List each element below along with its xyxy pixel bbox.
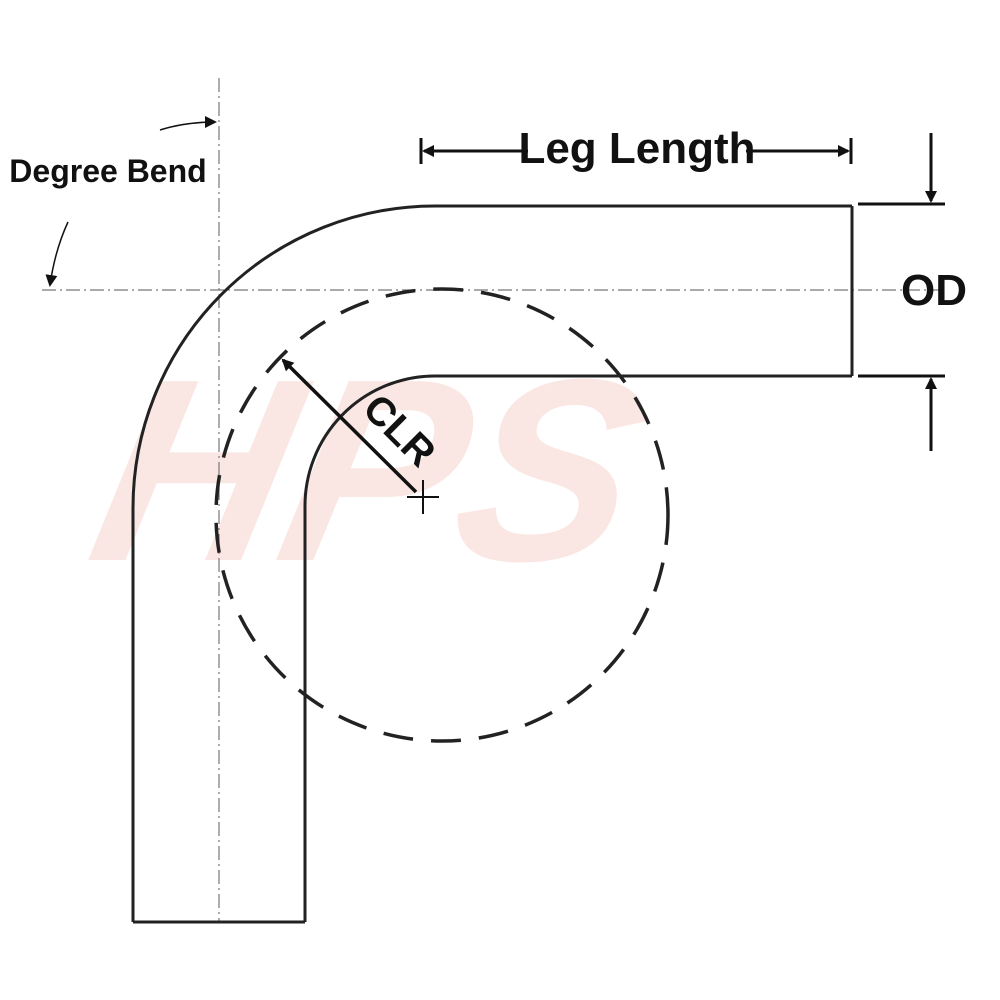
leg-length-dimension [419,138,853,164]
centerlines [42,78,940,922]
tube-outline [131,204,854,924]
degree-bend-arcs [45,116,217,287]
od-label: OD [901,266,967,315]
hps-watermark: HPS [72,325,670,616]
watermark-text: HPS [72,325,670,616]
tube-inner-wall [303,374,852,922]
clr-dashed-circle [214,287,670,743]
clr-center-crosshair [407,480,439,514]
tube-outer-wall [131,204,852,922]
leg-length-label: Leg Length [518,124,755,173]
clr-radius-arrow [281,358,418,494]
od-dimension [858,133,945,451]
degree-bend-label: Degree Bend [9,153,206,189]
